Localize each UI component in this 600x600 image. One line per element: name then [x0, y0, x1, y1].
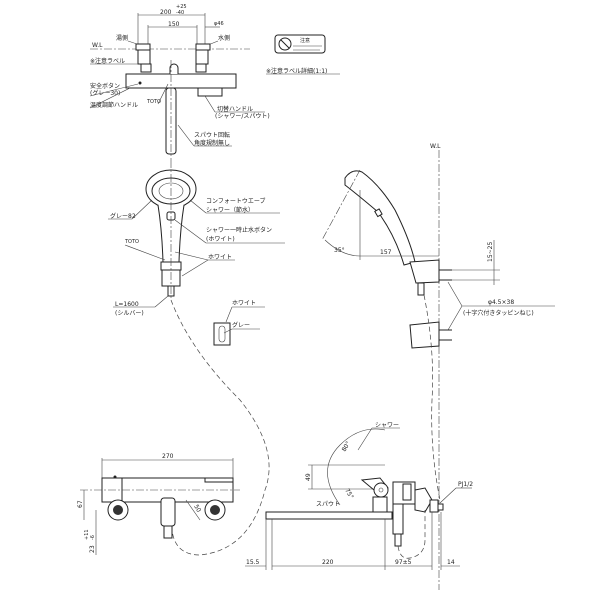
side-wl-label: W.L [430, 143, 441, 150]
dim-23-tol-minus: -6 [90, 535, 96, 540]
toto-label: TOTO [146, 99, 161, 105]
angle-35: 35° [334, 247, 345, 254]
hose-color-label: (シルバー) [115, 310, 144, 317]
caution-label-callout: ※注意ラベル [90, 57, 125, 65]
side-view: W.L 35° 157 15~25 φ4.5×38 (十字穴付きタッピンねじ) [321, 143, 555, 590]
holder-gray-label: グレー [232, 321, 250, 329]
pj-label: PJ1/2 [458, 481, 473, 488]
dim-50: 50 [192, 504, 202, 514]
dim-200: 200 [160, 9, 172, 16]
toto-head-label: TOTO [124, 239, 139, 245]
white-label: ホワイト [208, 254, 232, 261]
safety-button-color: (グレー30) [90, 89, 120, 97]
dim-157: 157 [380, 249, 392, 256]
label-heading: 注意 [300, 37, 310, 44]
cold-side-label: 水側 [218, 34, 230, 42]
screw-spec: φ4.5×38 [488, 299, 514, 306]
shower-head-view: グレー82 コンフォートウエーブ シャワー（節水） シャワー一時止水ボタン (ホ… [108, 160, 285, 556]
dim-15-5: 15.5 [246, 559, 260, 566]
wl-label: W.L [92, 42, 103, 49]
comfort-wave-label: コンフォートウエーブ [206, 197, 265, 205]
dim-97: 97±5 [395, 559, 412, 566]
stop-button-sub: (ホワイト) [206, 236, 235, 243]
dim-23-tol-plus: +11 [84, 529, 90, 540]
dim-14: 14 [447, 559, 455, 566]
stop-button-label: シャワー一時止水ボタン [206, 226, 272, 234]
shower-label: シャワー [375, 422, 399, 429]
dim-270: 270 [162, 453, 174, 460]
front-view: 270 67 23 +11 -6 50 [77, 453, 240, 555]
angle-80: 80° [341, 440, 352, 453]
dim-phi46: φ46 [214, 21, 224, 27]
dim-49: 49 [305, 473, 312, 481]
holder-white-label: ホワイト [232, 300, 256, 307]
dim-220: 220 [322, 559, 334, 566]
angle-75: 75° [343, 488, 354, 501]
dim-200-tol-plus: +25 [176, 4, 187, 10]
dim-200-tol-minus: -40 [176, 10, 184, 16]
dim-23: 23 [89, 545, 96, 553]
dim-67: 67 [77, 500, 84, 508]
switch-handle-sub: (シャワー/スパウト) [215, 112, 270, 120]
spout-label: スパウト [316, 500, 340, 508]
faucet-side-view: シャワー 80° 49 75° スパウト PJ1/2 15.5 220 97±5… [245, 422, 473, 570]
top-view: 200 +25 -40 150 φ46 W.L 湯側 水側 ※注意ラベル 安全ボ… [89, 4, 270, 160]
spout-rotation-sub: 角度規制無し [194, 139, 230, 147]
dim-15-25: 15~25 [487, 242, 494, 262]
hot-side-label: 湯側 [116, 34, 128, 42]
spout-rotation-label: スパウト回転 [194, 131, 230, 139]
switch-handle-label: 切替ハンドル [217, 105, 253, 113]
screw-type: (十字穴付きタッピンねじ) [463, 309, 534, 317]
safety-button-label: 安全ボタン [90, 82, 120, 90]
temp-handle-label: 温度調節ハンドル [90, 101, 138, 109]
comfort-wave-sub: シャワー（節水） [206, 206, 254, 214]
hose-length-label: L=1600 [115, 301, 139, 308]
caution-label-detail: 注意 ※注意ラベル詳細(1:1) [266, 34, 340, 75]
dim-150: 150 [168, 21, 180, 28]
gray-82-label: グレー82 [110, 212, 136, 220]
label-detail-title: ※注意ラベル詳細(1:1) [266, 67, 327, 75]
